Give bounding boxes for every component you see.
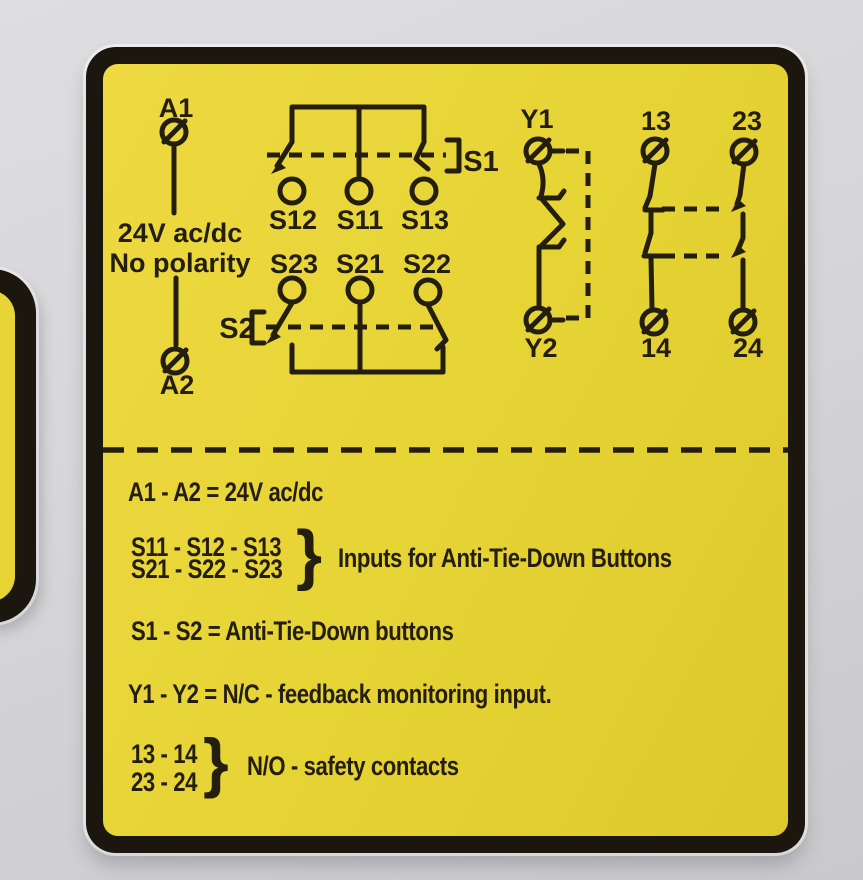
legend-inputs-line2: S21 - S22 - S23 xyxy=(131,554,283,584)
legend-contacts-line2: 23 - 24 xyxy=(131,767,198,797)
legend-brace-inputs: } xyxy=(296,517,323,592)
adjacent-label-face xyxy=(0,290,15,602)
legend-row-buttons: S1 - S2 = Anti-Tie-Down buttons xyxy=(131,616,454,646)
legend-inputs-line1: S11 - S12 - S13 xyxy=(131,532,282,562)
legend-inputs-description: Inputs for Anti-Tie-Down Buttons xyxy=(338,543,672,573)
legend-row-power: A1 - A2 = 24V ac/dc xyxy=(128,477,324,507)
legend-contacts-description: N/O - safety contacts xyxy=(247,751,459,781)
wiring-label xyxy=(86,47,805,853)
wiring-label-face xyxy=(103,64,788,836)
legend-row-inputs-terminals: S11 - S12 - S13 S21 - S22 - S23 xyxy=(131,532,283,584)
legend-brace-contacts: } xyxy=(203,725,229,799)
legend-contacts-line1: 13 - 14 xyxy=(131,739,198,769)
adjacent-label-partial xyxy=(0,269,36,623)
legend-row-contacts-terminals: 13 - 14 23 - 24 xyxy=(131,740,197,796)
legend-row-feedback: Y1 - Y2 = N/C - feedback monitoring inpu… xyxy=(128,679,552,709)
